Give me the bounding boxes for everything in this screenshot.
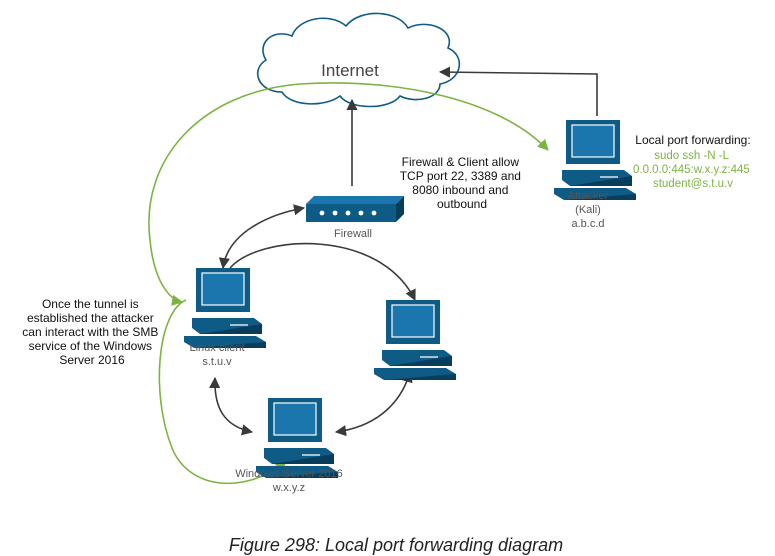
attacker-ip: a.b.c.d <box>571 218 604 230</box>
figure-caption: Figure 298: Local port forwarding diagra… <box>229 535 563 555</box>
tunnel-linux-to-windows <box>158 299 287 485</box>
firewall-label: Firewall <box>334 228 372 240</box>
windows-server-ip: w.x.y.z <box>272 482 305 494</box>
attacker-computer: Attacker (Kali) a.b.c.d <box>553 119 637 230</box>
tunnel-attacker-to-linux <box>148 82 549 306</box>
linux-pc-arrow <box>229 242 416 302</box>
port-forward-title: Local port forwarding: <box>635 133 750 147</box>
network-computer <box>373 299 457 381</box>
tunnel-note: Once the tunnel is established the attac… <box>22 297 161 367</box>
attacker-name: Attacker <box>568 190 609 202</box>
linux-client-ip: s.t.u.v <box>202 356 232 368</box>
windows-server-name: Windows Server 2016 <box>235 468 343 480</box>
attacker-os: (Kali) <box>575 204 601 216</box>
windows-pc-arrow <box>334 370 413 437</box>
firewall-device: Firewall <box>306 196 404 240</box>
internet-label: Internet <box>321 61 379 80</box>
windows-server-computer: Windows Server 2016 w.x.y.z <box>235 397 343 494</box>
firewall-linux-arrow <box>218 204 306 270</box>
linux-client-computer: Linux client s.t.u.v <box>183 267 267 368</box>
attacker-to-internet-arrow <box>438 66 598 116</box>
linux-client-name: Linux client <box>189 342 244 354</box>
tunnel-paths <box>148 82 549 485</box>
firewall-note: Firewall & Client allow TCP port 22, 338… <box>400 155 525 211</box>
ssh-command: sudo ssh -N -L 0.0.0.0:445:w.x.y.z:445 s… <box>633 150 753 190</box>
linux-windows-arrow <box>209 376 254 436</box>
